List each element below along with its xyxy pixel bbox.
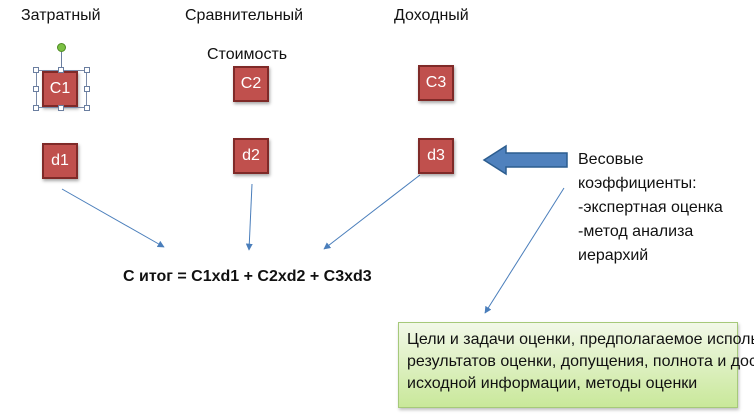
weights-line-5: иерархий [578, 247, 649, 264]
resize-handle-right[interactable] [84, 86, 90, 92]
goals-textbox[interactable]: Цели и задачи оценки, предполагаемое исп… [398, 322, 754, 408]
weights-line-1: Весовые [578, 151, 644, 168]
formula-text[interactable]: С итог = C1xd1 + C2xd2 + C3xd3 [123, 268, 372, 285]
rotation-handle-stem [61, 52, 62, 70]
resize-handle-bottom-right[interactable] [84, 105, 90, 111]
header-comparative-approach[interactable]: Сравнительный [185, 7, 304, 24]
box-d1[interactable]: d1 [42, 143, 78, 179]
resize-handle-bottom[interactable] [58, 105, 64, 111]
header-income-approach[interactable]: Доходный [394, 7, 469, 24]
box-d2[interactable]: d2 [233, 138, 269, 174]
arrow-weights-to-goals[interactable] [484, 187, 565, 314]
arrow-d2-to-formula[interactable] [245, 183, 253, 251]
resize-handle-top-right[interactable] [84, 67, 90, 73]
resize-handle-top[interactable] [58, 67, 64, 73]
box-c3[interactable]: C3 [418, 65, 454, 101]
weights-line-4: -метод анализа [578, 223, 694, 240]
arrow-d1-to-formula[interactable] [61, 188, 165, 248]
resize-handle-top-left[interactable] [33, 67, 39, 73]
header-cost-approach[interactable]: Затратный [21, 7, 101, 24]
box-c2[interactable]: C2 [233, 66, 269, 102]
resize-handle-left[interactable] [33, 86, 39, 92]
goals-line-1: Цели и задачи оценки, предполагаемое исп… [407, 331, 754, 348]
box-d3[interactable]: d3 [418, 138, 454, 174]
weights-textbox[interactable]: Весовые коэффициенты: -экспертная оценка… [578, 148, 723, 268]
header-value[interactable]: Стоимость [207, 46, 288, 63]
selection-frame [36, 70, 87, 108]
weights-line-2: коэффициенты: [578, 175, 697, 192]
resize-handle-bottom-left[interactable] [33, 105, 39, 111]
goals-line-2: результатов оценки, допущения, полнота и… [407, 353, 754, 370]
goals-line-3: исходной информации, методы оценки [407, 375, 698, 392]
weights-line-3: -экспертная оценка [578, 199, 723, 216]
rotation-handle[interactable] [57, 43, 66, 52]
block-arrow-left[interactable] [482, 144, 568, 176]
arrow-d3-to-formula[interactable] [323, 174, 421, 250]
